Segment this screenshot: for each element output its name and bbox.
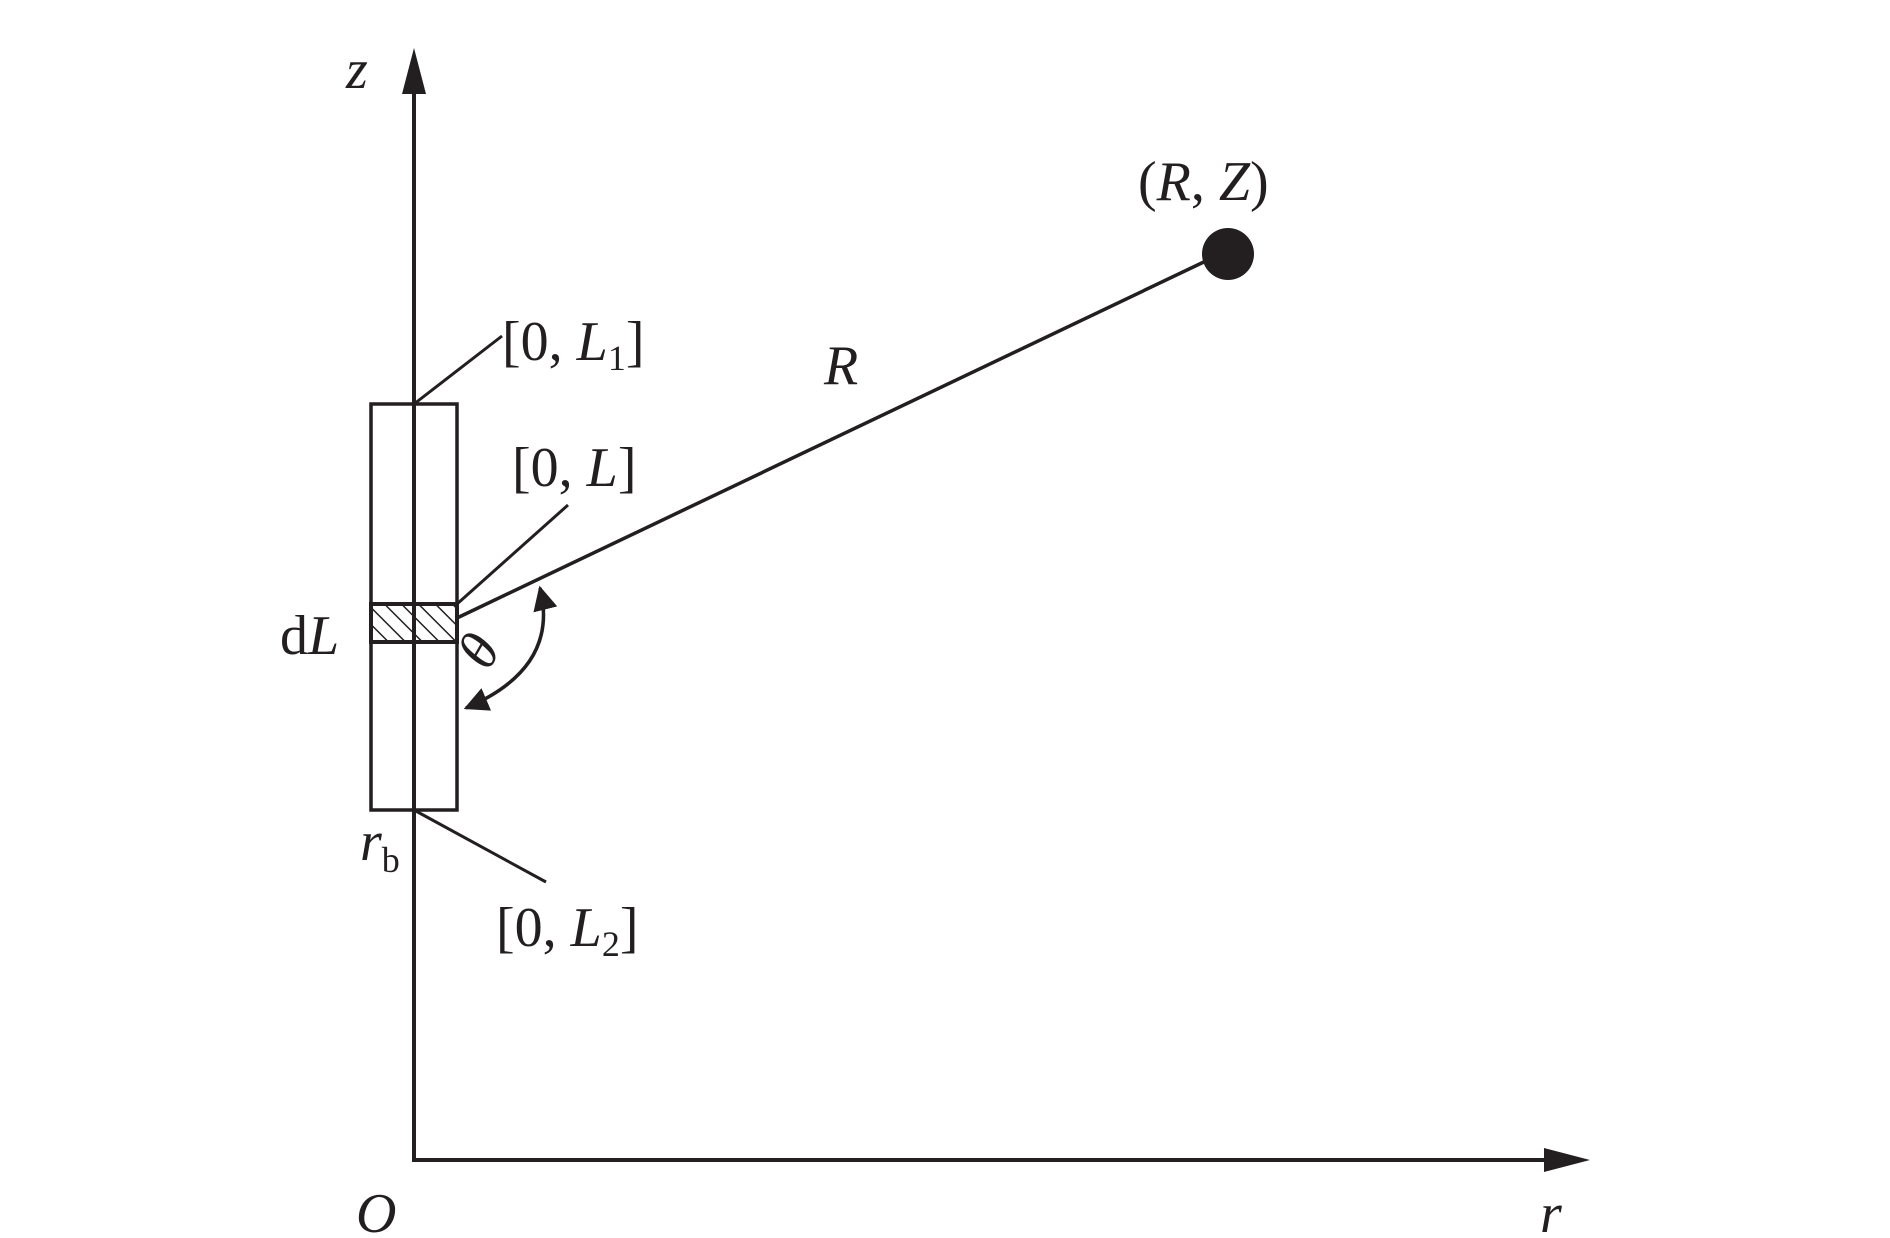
point-label: (R, Z) bbox=[1138, 151, 1269, 213]
hatched-element bbox=[369, 602, 459, 644]
segment-R-label: R bbox=[823, 335, 858, 397]
r-axis-arrowhead bbox=[1544, 1148, 1590, 1172]
radius-label: rb bbox=[360, 811, 400, 880]
r-axis-label: r bbox=[1540, 1183, 1562, 1238]
callout-top-label: [0, L1] bbox=[502, 311, 644, 378]
angle-arc bbox=[463, 585, 558, 711]
callout-bottom-leader bbox=[413, 808, 547, 884]
z-axis-label: z bbox=[345, 39, 368, 101]
origin-label: O bbox=[356, 1183, 396, 1238]
callout-top-leader bbox=[413, 334, 503, 406]
element-label: dL bbox=[280, 605, 339, 667]
callout-middle-label: [0, L] bbox=[512, 437, 636, 499]
callout-middle-leader bbox=[456, 503, 569, 606]
segment-R bbox=[456, 258, 1209, 620]
callout-bottom-label: [0, L2] bbox=[496, 897, 638, 964]
z-axis-arrowhead bbox=[402, 48, 426, 94]
target-point bbox=[1202, 228, 1254, 280]
